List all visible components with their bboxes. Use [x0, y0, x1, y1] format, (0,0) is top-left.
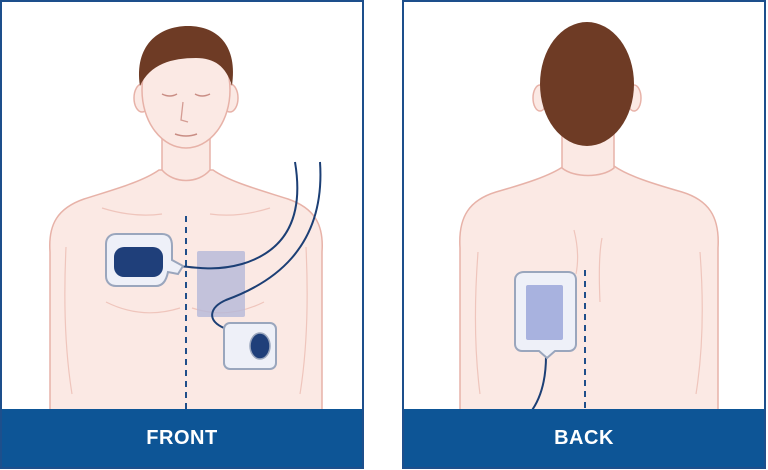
back-arm-lines: [474, 251, 703, 395]
arm-lines: [64, 246, 308, 395]
eyes: [161, 93, 211, 97]
front-label: FRONT: [2, 409, 362, 467]
back-pad-outline: [197, 251, 245, 317]
defibrillator-pad-back: [514, 271, 577, 360]
spine-lines: [573, 229, 603, 303]
electrode-cable: [178, 161, 299, 270]
collarbone-lines: [101, 207, 271, 216]
defibrillator-pad-front: [105, 233, 185, 287]
defibrillator-pad-side: [223, 322, 277, 370]
torso: [49, 169, 323, 413]
hair: [139, 26, 234, 86]
back-panel: BACK: [402, 0, 766, 469]
back-hair: [540, 22, 634, 146]
electrode-cable-2: [211, 161, 322, 329]
back-torso-illustration: [459, 22, 719, 413]
front-panel: FRONT: [0, 0, 364, 469]
back-torso: [459, 165, 719, 413]
front-torso-illustration: [49, 26, 323, 413]
nose: [180, 101, 189, 123]
mouth: [174, 133, 198, 137]
back-label: BACK: [404, 409, 764, 467]
